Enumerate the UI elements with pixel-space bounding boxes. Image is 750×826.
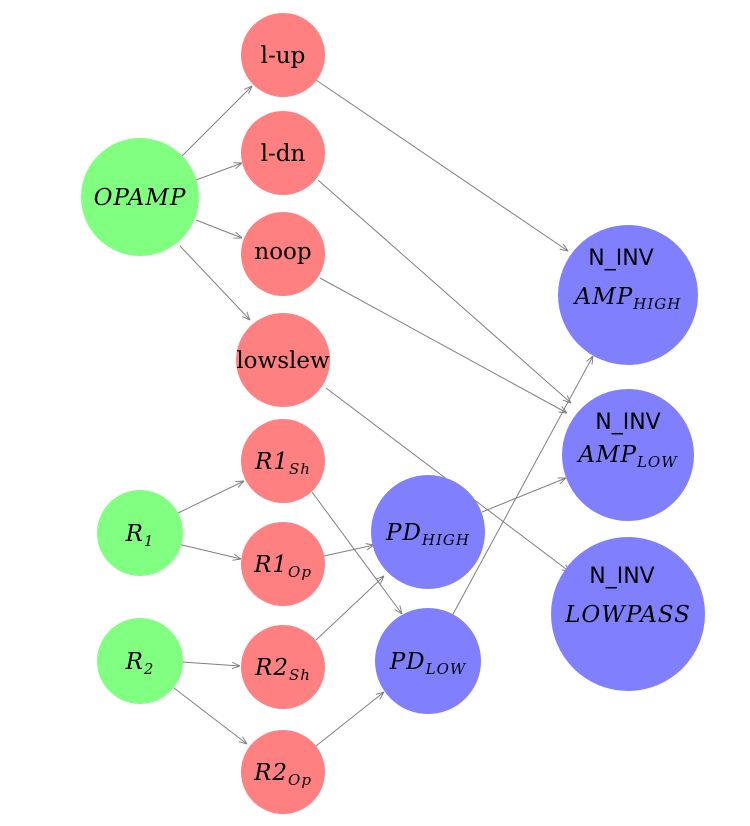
node-r1-sh: R1Sh — [241, 419, 325, 503]
edge-r2sh-pdhigh — [315, 576, 384, 641]
node-opamp-label: OPAMP — [94, 185, 187, 211]
node-r1: R1 — [97, 490, 183, 576]
node-lowslew-label: lowslew — [236, 348, 330, 374]
edge-opamp-ldn — [195, 163, 242, 181]
edge-r2-r2op — [173, 687, 247, 744]
node-lowpass: N_INV LOWPASS — [551, 537, 705, 691]
node-r2-sh: R2Sh — [241, 625, 325, 709]
node-pd-low-label: PDLOW — [389, 649, 467, 678]
nodes: OPAMP R1 R2 l-up l-dn noop lowslew — [81, 13, 705, 814]
node-r1-sh-label: R1Sh — [254, 449, 311, 478]
edge-ldn-amplow — [317, 179, 571, 403]
edge-r2-r2sh — [181, 661, 240, 666]
node-lowpass-label: LOWPASS — [564, 602, 691, 628]
node-opamp: OPAMP — [81, 138, 199, 256]
node-l-up-label: l-up — [261, 43, 306, 69]
node-l-dn-label: l-dn — [261, 141, 306, 167]
node-pd-high: PDHIGH — [371, 475, 485, 589]
node-r1-op-label: R1Op — [253, 552, 312, 581]
edge-opamp-lowslew — [179, 245, 250, 320]
node-amp-low-top: N_INV — [595, 410, 660, 435]
edge-pdhigh-amplow — [481, 478, 566, 513]
node-lowslew: lowslew — [236, 313, 330, 407]
node-l-dn: l-dn — [241, 111, 325, 195]
edge-pdlow-amphigh — [451, 356, 593, 617]
node-noop-label: noop — [254, 239, 311, 265]
node-r1-op: R1Op — [241, 522, 325, 606]
node-noop: noop — [241, 212, 325, 296]
node-amp-low-label: AMPLOW — [576, 442, 678, 471]
edge-opamp-lup — [181, 86, 252, 157]
node-r2-label: R2 — [125, 649, 155, 678]
node-lowpass-top: N_INV — [589, 564, 654, 589]
edge-opamp-noop — [195, 219, 242, 238]
edge-lup-amphigh — [315, 79, 568, 251]
node-r2-op: R2Op — [241, 730, 325, 814]
edge-r1sh-pdlow — [311, 491, 402, 614]
node-amp-low: N_INV AMPLOW — [562, 389, 694, 521]
edges — [173, 79, 593, 747]
node-l-up: l-up — [241, 13, 325, 97]
node-amp-high-top: N_INV — [588, 246, 653, 271]
node-r1-label: R1 — [125, 521, 155, 550]
node-r2-op-label: R2Op — [253, 760, 312, 789]
edge-r1-r1sh — [175, 481, 244, 515]
node-r2: R2 — [97, 618, 183, 704]
edge-noop-amplow — [319, 277, 567, 413]
node-amp-high: N_INV AMPHIGH — [558, 225, 698, 365]
node-pd-low: PDLOW — [375, 608, 481, 714]
node-pd-high-label: PDHIGH — [385, 520, 470, 549]
node-amp-high-label: AMPHIGH — [573, 284, 682, 313]
edge-r1op-pdhigh — [323, 545, 374, 557]
node-r2-sh-label: R2Sh — [254, 655, 311, 684]
edge-r1-r1op — [177, 543, 241, 559]
edge-r2op-pdlow — [315, 692, 384, 747]
